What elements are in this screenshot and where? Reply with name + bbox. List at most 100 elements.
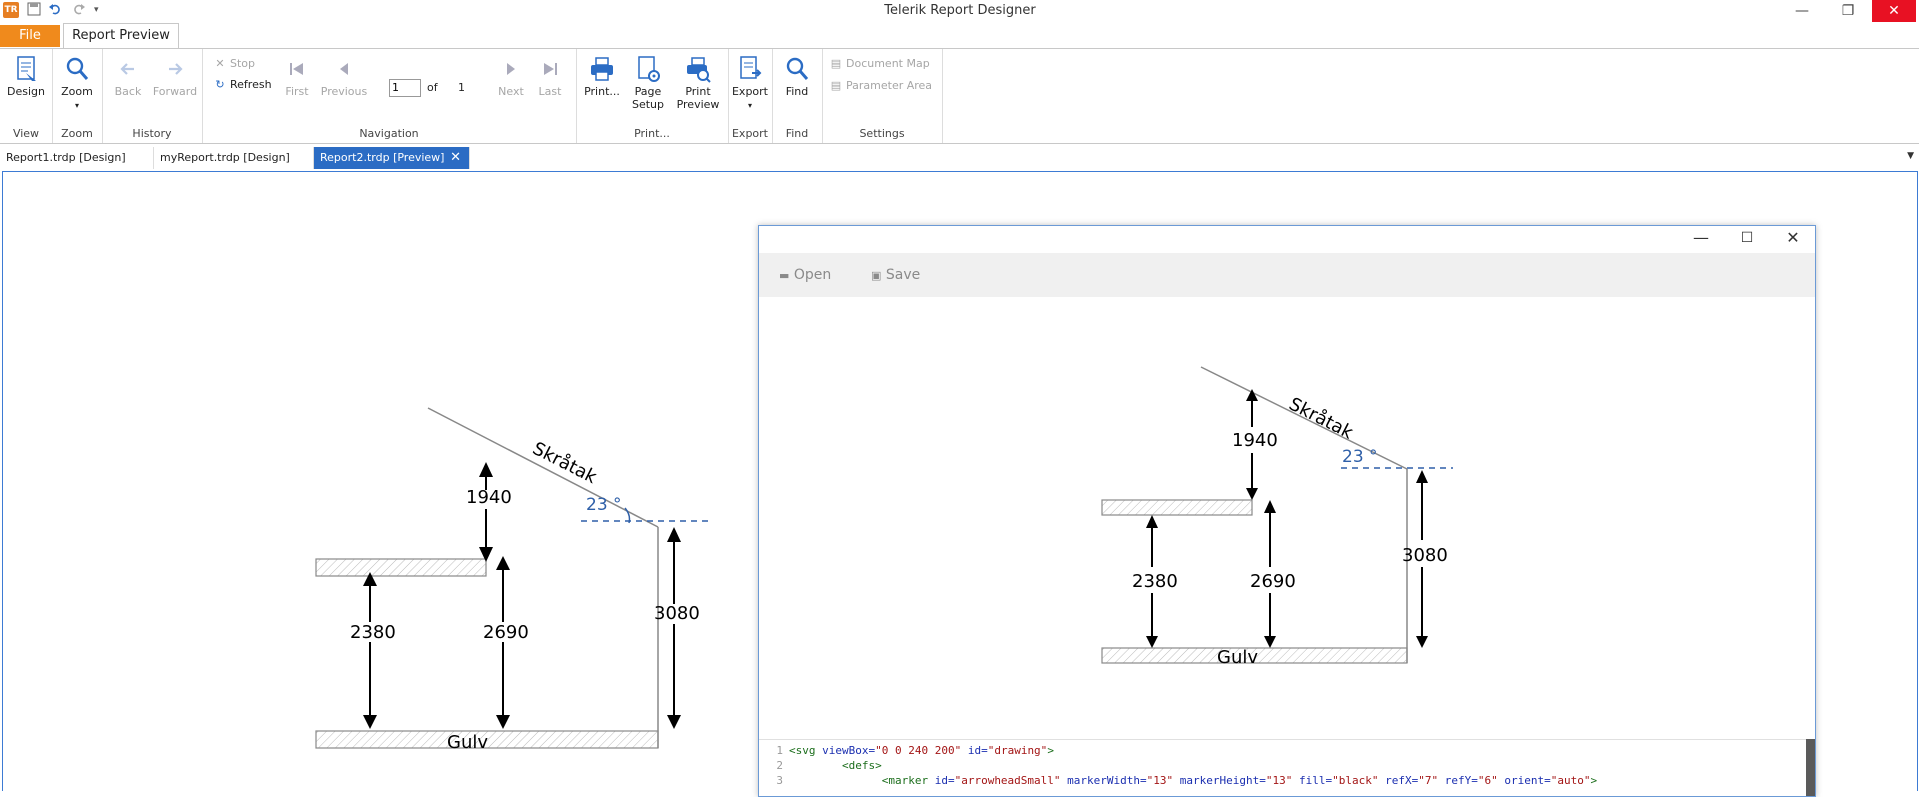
page-setup-icon [638,56,660,82]
parameter-area-label: Parameter Area [846,79,933,92]
popup-minimize-button[interactable]: — [1693,228,1709,247]
minimize-button[interactable]: — [1795,3,1809,19]
history-group: Back Forward History [102,49,203,143]
dim-1940-label: 1940 [1232,430,1278,451]
export-button[interactable]: Export▾ [730,55,770,112]
export-dropdown-icon: ▾ [747,101,752,110]
next-page-button[interactable]: Next [494,55,528,98]
last-label: Last [538,85,562,98]
arrowhead [667,715,681,729]
back-button[interactable]: Back [108,55,148,98]
find-group-label: Find [785,127,809,140]
code-attr: refX= [1378,774,1419,787]
code-attr: markerHeight= [1173,774,1266,787]
previous-label: Previous [320,85,368,98]
code-editor[interactable]: 1<svg viewBox="0 0 240 200" id="drawing"… [759,739,1815,796]
history-group-label: History [132,127,172,140]
stop-button[interactable]: ✕Stop [214,57,255,70]
popup-close-button[interactable]: ✕ [1786,228,1800,247]
line-number: 2 [776,759,783,772]
arrowhead [479,547,493,562]
code-value: "auto" [1550,774,1591,787]
code-tag-end: > [1590,774,1598,787]
find-button[interactable]: Find [776,55,818,98]
refresh-button[interactable]: ↻Refresh [214,78,272,91]
report-preview-tab[interactable]: Report Preview [63,23,179,49]
close-button[interactable]: ✕ [1872,0,1916,22]
parameter-area-icon: ▤ [830,79,842,92]
last-page-button[interactable]: Last [535,55,565,98]
code-value: "13" [1265,774,1293,787]
stop-label: Stop [230,57,256,70]
zoom-dropdown-icon: ▾ [74,101,79,110]
design-button[interactable]: Design [4,55,48,98]
undo-icon[interactable] [48,2,62,19]
arrowhead [1416,636,1428,648]
page-number-input[interactable] [389,79,421,97]
shelf-block [1101,499,1253,516]
angle-label: 23 ° [1342,447,1378,467]
dim-2380-label: 2380 [1132,571,1178,592]
forward-button[interactable]: Forward [152,55,198,98]
code-tag: <marker [881,774,929,787]
code-value: "drawing" [987,744,1048,757]
code-tag: <defs> [841,759,882,772]
code-scrollbar[interactable] [1806,739,1815,796]
app-logo-icon[interactable]: TR [3,2,19,18]
file-tab[interactable]: File [0,25,60,47]
document-tabs: Report1.trdp [Design] myReport.trdp [Des… [0,145,1920,169]
parameter-area-button[interactable]: ▤ Parameter Area [830,79,932,92]
magnifier-icon [66,57,89,80]
zoom-button[interactable]: Zoom▾ [56,55,98,112]
doc-tab-report2[interactable]: Report2.trdp [Preview]✕ [314,147,470,169]
arrowhead [479,462,493,477]
save-icon[interactable] [27,2,41,19]
export-icon [740,56,762,79]
document-map-icon: ▤ [830,57,842,70]
zoom-group-label: Zoom [61,127,93,140]
arrowhead [363,572,377,586]
refresh-label: Refresh [230,78,272,91]
svg-editor-window: — ☐ ✕ ▬ Open ▣ Save Skråtak 23 ° Gulv 19… [758,225,1816,797]
restore-button[interactable]: ❐ [1841,3,1855,19]
floppy-icon: ▣ [871,269,882,282]
design-icon [17,56,36,81]
save-file-button[interactable]: ▣ Save [871,267,920,283]
design-label: Design [7,85,45,98]
print-preview-icon [687,57,711,83]
export-group: Export▾ Export [728,49,773,143]
report-drawing: Skråtak 23 ° Gulv 1940 2380 2690 308 [315,407,708,753]
dim-3080-label: 3080 [1402,545,1448,566]
document-map-button[interactable]: ▤ Document Map [830,57,930,70]
print-button[interactable]: Print... [580,55,624,98]
floor-label: Gulv [447,732,488,753]
line-number: 3 [776,774,783,787]
arrowhead [1146,515,1158,528]
code-value: "arrowheadSmall" [954,774,1061,787]
customize-toolbar-icon[interactable]: ▾ [94,5,99,15]
tabs-dropdown-icon[interactable]: ▼ [1907,151,1914,161]
doc-tab-report1[interactable]: Report1.trdp [Design] [0,147,154,169]
document-map-label: Document Map [846,57,930,70]
redo-icon[interactable] [72,2,86,19]
code-attr: fill= [1292,774,1333,787]
open-button[interactable]: ▬ Open [779,267,831,283]
popup-maximize-button[interactable]: ☐ [1740,230,1754,246]
arrowhead [667,527,681,542]
close-tab-icon[interactable]: ✕ [450,150,461,165]
dim-2690-label: 2690 [1250,571,1296,592]
previous-page-icon [340,63,348,75]
first-page-button[interactable]: First [282,55,312,98]
previous-page-button[interactable]: Previous [319,55,369,98]
code-attr: orient= [1497,774,1551,787]
print-preview-label-2: Preview [676,98,720,111]
code-value: "6" [1477,774,1498,787]
printer-icon [591,57,613,81]
doc-tab-myreport[interactable]: myReport.trdp [Design] [154,147,314,169]
code-line: 1<svg viewBox="0 0 240 200" id="drawing"… [759,743,1054,758]
code-tag: <svg [789,744,816,757]
page-setup-label-1: Page [634,85,662,98]
